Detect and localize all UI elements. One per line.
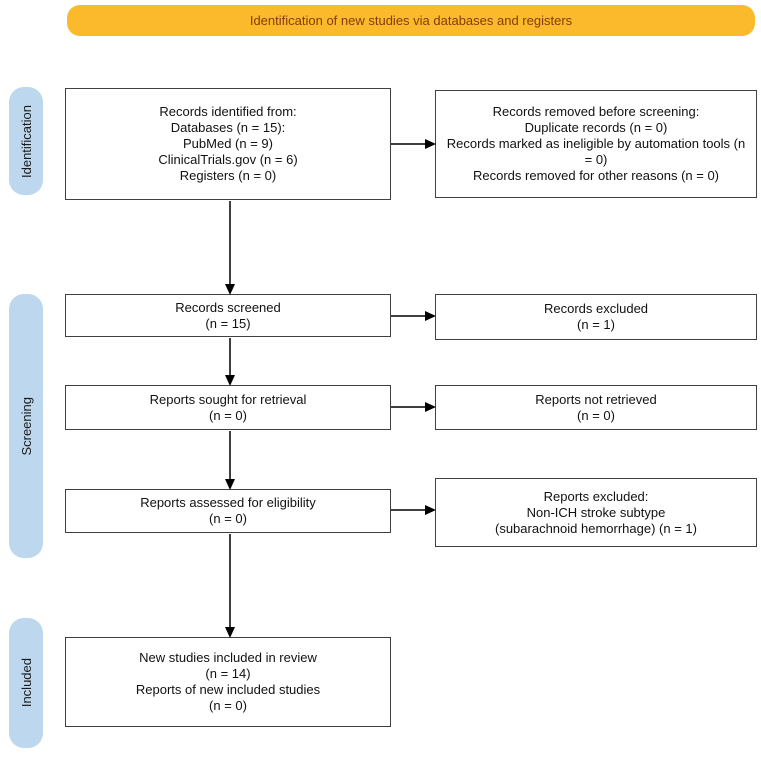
box-line: (n = 0): [209, 511, 247, 526]
arrow-sought-to-not-retrieved: [391, 402, 436, 412]
box-line: Records excluded: [543, 301, 649, 316]
stage-label-included-text: Included: [18, 658, 34, 708]
stage-label-identification: Identification: [9, 87, 43, 195]
stage-label-screening-text: Screening: [18, 396, 34, 456]
banner-title: Identification of new studies via databa…: [249, 13, 573, 28]
box-line: (n = 15): [205, 315, 251, 331]
box-line: ClinicalTrials.gov (n = 6): [158, 152, 298, 167]
arrow-screened-to-sought: [225, 338, 235, 386]
stage-label-included: Included: [9, 618, 43, 748]
box-line: Reports assessed for eligibility: [140, 495, 316, 510]
arrow-identified-to-screened: [225, 201, 235, 295]
box-new-studies-included: New studies included in review (n = 14) …: [65, 637, 391, 727]
box-line: (n = 0): [209, 698, 247, 713]
stage-label-screening: Screening: [9, 294, 43, 558]
box-line: (n = 0): [209, 407, 247, 423]
box-line: (subarachnoid hemorrhage) (n = 1): [495, 520, 697, 536]
box-records-screened: Records screened (n = 15): [65, 294, 391, 337]
box-reports-sought: Reports sought for retrieval (n = 0): [65, 385, 391, 430]
stage-label-identification-text: Identification: [18, 104, 34, 178]
box-line: Databases (n = 15):: [170, 120, 286, 135]
arrow-assessed-to-reports-excluded: [391, 505, 436, 515]
box-line: Records removed for other reasons (n = 0…: [472, 168, 720, 183]
box-line: Reports sought for retrieval: [149, 391, 307, 407]
box-line: (n = 14): [205, 666, 251, 681]
box-reports-assessed: Reports assessed for eligibility (n = 0): [65, 489, 391, 533]
box-line: Registers (n = 0): [179, 168, 277, 183]
box-records-identified: Records identified from: Databases (n = …: [65, 88, 391, 200]
box-line: Duplicate records (n = 0): [524, 120, 668, 135]
box-line: (n = 0): [577, 407, 615, 423]
box-line: (n = 1): [577, 317, 615, 332]
box-reports-excluded: Reports excluded: Non-ICH stroke subtype…: [435, 478, 757, 547]
box-line: Reports excluded:: [543, 488, 649, 504]
box-records-excluded: Records excluded (n = 1): [435, 294, 757, 340]
arrow-assessed-to-included: [225, 534, 235, 638]
box-reports-not-retrieved: Reports not retrieved (n = 0): [435, 385, 757, 430]
arrow-sought-to-assessed: [225, 431, 235, 490]
banner-identification-new-studies: Identification of new studies via databa…: [67, 5, 755, 36]
arrow-identified-to-removed: [391, 139, 436, 149]
box-line: Records marked as ineligible by automati…: [446, 136, 746, 167]
box-line: Reports of new included studies: [135, 682, 321, 697]
box-line: Non-ICH stroke subtype: [526, 504, 666, 520]
box-line: Records screened: [175, 299, 281, 315]
box-line: New studies included in review: [139, 650, 317, 665]
box-records-removed-before-screening: Records removed before screening: Duplic…: [435, 90, 757, 198]
box-line: Reports not retrieved: [535, 391, 657, 407]
box-line: PubMed (n = 9): [183, 136, 273, 151]
arrow-screened-to-excluded: [391, 311, 436, 321]
box-line: Records removed before screening:: [492, 104, 700, 119]
box-line: Records identified from:: [159, 104, 297, 119]
